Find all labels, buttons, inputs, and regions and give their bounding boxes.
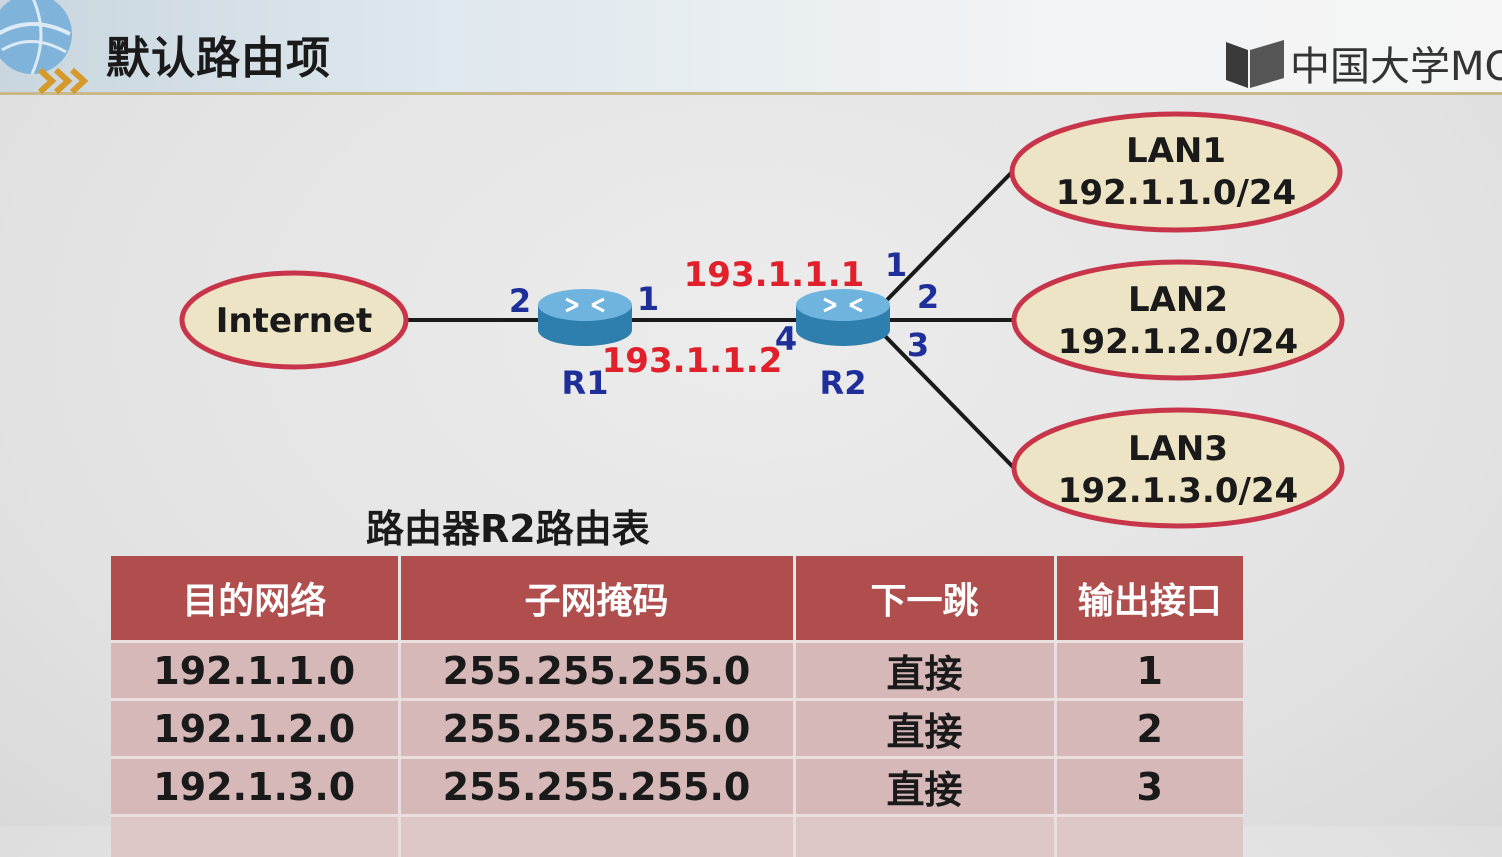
cell-destination: 192.1.1.0 <box>111 642 399 700</box>
r2-port-1: 1 <box>885 246 907 284</box>
routing-table: 目的网络 子网掩码 下一跳 输出接口 192.1.1.0 255.255.255… <box>111 556 1243 857</box>
lan1-network: 192.1.1.0/24 <box>1056 173 1296 213</box>
header-subnet-mask: 子网掩码 <box>399 556 794 642</box>
lan2-name: LAN2 <box>1128 280 1228 320</box>
cell-interface: 2 <box>1055 700 1243 758</box>
header-interface: 输出接口 <box>1055 556 1243 642</box>
cell-interface: 3 <box>1055 758 1243 816</box>
cell-destination: 192.1.3.0 <box>111 758 399 816</box>
routing-table-title: 路由器R2路由表 <box>366 498 650 553</box>
empty-table-row <box>111 816 1243 857</box>
lan1-name: LAN1 <box>1126 131 1226 171</box>
lan3-name: LAN3 <box>1128 429 1228 469</box>
cell-subnet-mask: 255.255.255.0 <box>399 642 794 700</box>
r2-lan3-link <box>885 336 1014 468</box>
r2-port-3: 3 <box>907 326 929 364</box>
r1-port-2: 2 <box>509 282 531 320</box>
table-header-row: 目的网络 子网掩码 下一跳 输出接口 <box>111 556 1243 642</box>
cell-next-hop: 直接 <box>794 758 1055 816</box>
cell-subnet-mask: 255.255.255.0 <box>399 758 794 816</box>
router-r2-icon <box>796 289 890 346</box>
lan2-network: 192.1.2.0/24 <box>1058 322 1298 362</box>
cell-next-hop: 直接 <box>794 700 1055 758</box>
header-destination: 目的网络 <box>111 556 399 642</box>
table-row: 192.1.1.0 255.255.255.0 直接 1 <box>111 642 1243 700</box>
cell-destination: 192.1.2.0 <box>111 700 399 758</box>
header-next-hop: 下一跳 <box>794 556 1055 642</box>
cell-next-hop: 直接 <box>794 642 1055 700</box>
r2-port4-ip: 193.1.1.1 <box>684 255 865 295</box>
router-r2-label: R2 <box>820 364 867 402</box>
table-row: 192.1.2.0 255.255.255.0 直接 2 <box>111 700 1243 758</box>
lan3-network: 192.1.3.0/24 <box>1058 471 1298 511</box>
table-row: 192.1.3.0 255.255.255.0 直接 3 <box>111 758 1243 816</box>
r2-port-2: 2 <box>917 278 939 316</box>
r1-port1-ip: 193.1.1.2 <box>602 341 783 381</box>
router-r1-icon <box>538 289 632 346</box>
cell-subnet-mask: 255.255.255.0 <box>399 700 794 758</box>
r1-port-1: 1 <box>637 280 659 318</box>
internet-label: Internet <box>216 301 372 341</box>
cell-interface: 1 <box>1055 642 1243 700</box>
